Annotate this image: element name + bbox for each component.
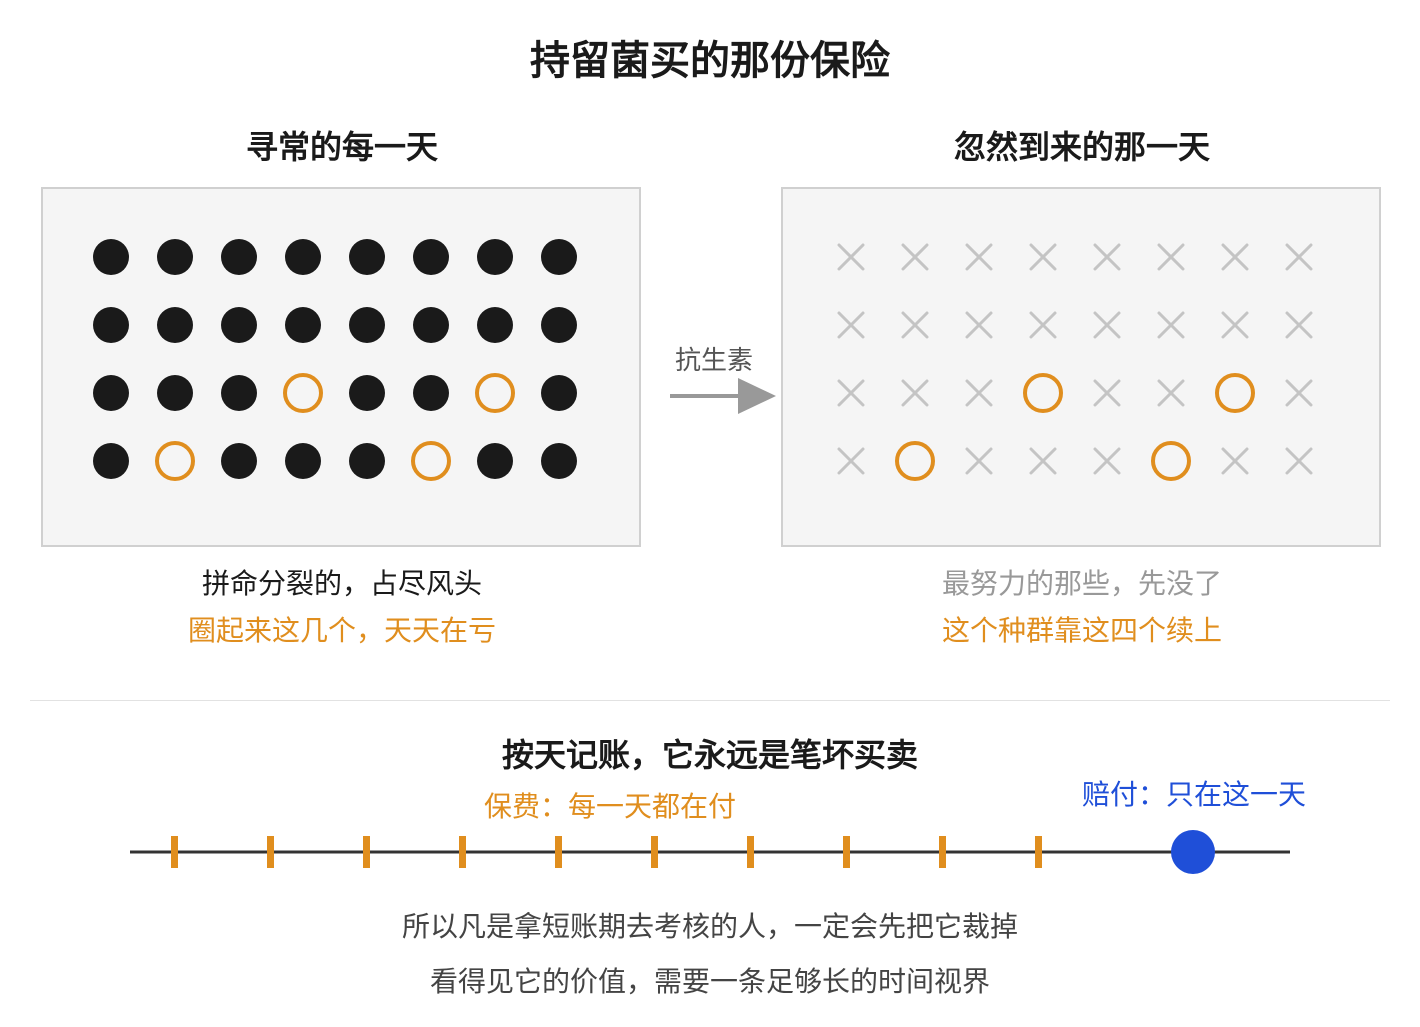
right-cell-r3-c5-dead-cell [1093,379,1121,407]
right-cell-r4-c4-dead-cell [1029,447,1057,475]
right-cell-r2-c2-dead-cell [901,311,929,339]
right-cell-r1-c8-dead-cell [1285,243,1313,271]
premium-tick-7 [747,836,754,868]
payout-label: 赔付：只在这一天 [1081,778,1306,811]
right-cell-r4-c1-dead-cell [837,447,865,475]
right-cell-r3-c6-dead-cell [1157,379,1185,407]
left-panel-title: 寻常的每一天 [245,128,438,166]
right-cell-r3-c8-dead-cell [1285,379,1313,407]
right-cell-r4-c2-persister-cell [895,441,935,481]
premium-tick-1 [171,836,178,868]
right-cell-r2-c8-dead-cell [1285,311,1313,339]
timeline [130,830,1290,874]
right-cell-r2-c4-dead-cell [1029,311,1057,339]
left-cell-r2-c6-dividing-cell [413,307,449,343]
right-cell-r3-c2-dead-cell [901,379,929,407]
right-caption-line1: 最努力的那些，先没了 [941,567,1222,600]
left-cell-r2-c5-dividing-cell [349,307,385,343]
left-cell-r4-c1-dividing-cell [93,443,129,479]
premium-label: 保费：每一天都在付 [483,790,736,823]
section-divider [30,700,1390,701]
left-cell-r1-c4-dividing-cell [285,239,321,275]
premium-tick-6 [651,836,658,868]
left-cell-r2-c3-dividing-cell [221,307,257,343]
premium-tick-8 [843,836,850,868]
left-cell-r3-c5-dividing-cell [349,375,385,411]
left-cell-r1-c5-dividing-cell [349,239,385,275]
right-cell-r3-c3-dead-cell [965,379,993,407]
left-cell-r3-c1-dividing-cell [93,375,129,411]
right-cell-r1-c5-dead-cell [1093,243,1121,271]
left-cell-r3-c7-persister-cell [475,373,515,413]
left-cell-r4-c2-persister-cell [155,441,195,481]
right-caption-line2: 这个种群靠这四个续上 [941,614,1222,647]
left-cell-r3-c4-persister-cell [283,373,323,413]
conclusion-line2: 看得见它的价值，需要一条足够长的时间视界 [429,965,990,998]
right-cell-r2-c7-dead-cell [1221,311,1249,339]
premium-tick-9 [939,836,946,868]
left-cell-r2-c4-dividing-cell [285,307,321,343]
right-panel-grid [781,187,1381,547]
right-cell-r1-c4-dead-cell [1029,243,1057,271]
right-cell-r4-c6-persister-cell [1151,441,1191,481]
arrow-label: 抗生素 [674,346,753,376]
payout-dot [1171,830,1215,874]
right-cell-r4-c8-dead-cell [1285,447,1313,475]
left-cell-r1-c2-dividing-cell [157,239,193,275]
right-cell-r2-c6-dead-cell [1157,311,1185,339]
right-cell-r4-c7-dead-cell [1221,447,1249,475]
left-cell-r3-c6-dividing-cell [413,375,449,411]
right-cell-r1-c3-dead-cell [965,243,993,271]
right-cell-r3-c7-persister-cell [1215,373,1255,413]
left-cell-r2-c8-dividing-cell [541,307,577,343]
right-cell-r1-c2-dead-cell [901,243,929,271]
left-cell-r1-c8-dividing-cell [541,239,577,275]
left-cell-r3-c8-dividing-cell [541,375,577,411]
right-cell-r3-c1-dead-cell [837,379,865,407]
right-cell-r1-c7-dead-cell [1221,243,1249,271]
left-cell-r4-c4-dividing-cell [285,443,321,479]
right-cell-r2-c1-dead-cell [837,311,865,339]
premium-tick-3 [363,836,370,868]
premium-tick-2 [267,836,274,868]
left-cell-r4-c6-persister-cell [411,441,451,481]
right-cell-r4-c3-dead-cell [965,447,993,475]
left-cell-r3-c2-dividing-cell [157,375,193,411]
left-cell-r3-c3-dividing-cell [221,375,257,411]
left-cell-r1-c3-dividing-cell [221,239,257,275]
left-cell-r4-c7-dividing-cell [477,443,513,479]
right-panel-title: 忽然到来的那一天 [953,128,1210,166]
arrow-right-icon [670,378,776,414]
left-cell-r2-c7-dividing-cell [477,307,513,343]
right-cell-r1-c6-dead-cell [1157,243,1185,271]
left-cell-r4-c5-dividing-cell [349,443,385,479]
premium-tick-4 [459,836,466,868]
right-cell-grid [837,243,1313,481]
conclusion-line1: 所以凡是拿短账期去考核的人，一定会先把它裁掉 [401,910,1018,943]
premium-tick-10 [1035,836,1042,868]
right-cell-r2-c5-dead-cell [1093,311,1121,339]
left-caption-line2: 圈起来这几个，天天在亏 [187,614,496,647]
right-cell-r2-c3-dead-cell [965,311,993,339]
left-cell-r1-c1-dividing-cell [93,239,129,275]
ledger-title: 按天记账，它永远是笔坏买卖 [501,736,918,774]
left-cell-r1-c6-dividing-cell [413,239,449,275]
left-caption-line1: 拼命分裂的，占尽风头 [201,567,482,600]
premium-tick-5 [555,836,562,868]
right-cell-r4-c5-dead-cell [1093,447,1121,475]
left-cell-r1-c7-dividing-cell [477,239,513,275]
left-cell-r4-c8-dividing-cell [541,443,577,479]
left-cell-r2-c1-dividing-cell [93,307,129,343]
left-cell-r2-c2-dividing-cell [157,307,193,343]
left-cell-r4-c3-dividing-cell [221,443,257,479]
right-cell-r3-c4-persister-cell [1023,373,1063,413]
main-title: 持留菌买的那份保险 [530,38,890,84]
left-cell-grid [93,239,577,481]
right-cell-r1-c1-dead-cell [837,243,865,271]
left-panel-grid [41,187,641,547]
